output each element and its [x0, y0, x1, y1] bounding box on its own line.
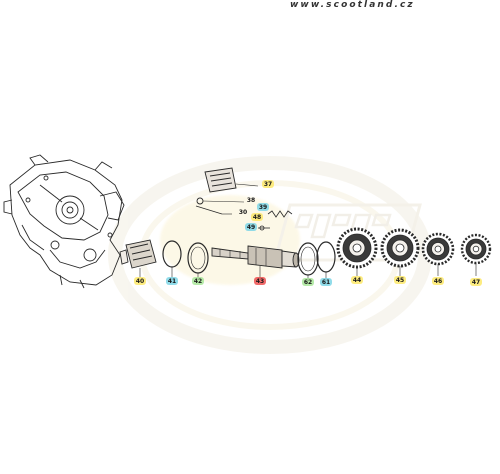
callout-49: 49	[245, 223, 257, 231]
callout-46: 46	[432, 277, 444, 285]
part-47-gear	[460, 233, 492, 276]
callout-number: 37	[264, 181, 272, 188]
callout-40: 40	[134, 277, 146, 285]
callout-number: 62	[304, 279, 312, 286]
callout-number: 39	[259, 204, 267, 211]
callout-labels: 37 38 39 30 48 49 40 41 42 43 62 61 44 45 46 47	[134, 180, 482, 286]
callout-61: 61	[320, 278, 332, 286]
callout-number: 40	[136, 278, 144, 285]
callout-38: 38	[247, 197, 255, 204]
part-38-pin	[196, 197, 245, 205]
callout-number: 61	[322, 279, 330, 286]
part-43-main-shaft	[211, 245, 300, 278]
callout-number: 48	[253, 214, 261, 221]
callout-30: 30	[239, 209, 247, 216]
callout-number: 41	[168, 278, 176, 285]
callout-37: 37	[262, 180, 274, 188]
callout-45: 45	[394, 276, 406, 284]
part-41-circlip	[162, 240, 182, 278]
callout-42: 42	[192, 277, 204, 285]
callout-number: 30	[239, 209, 247, 216]
part-46-gear	[421, 232, 455, 276]
crankcase-housing	[3, 154, 125, 289]
callout-47: 47	[470, 278, 482, 286]
callout-number: 38	[247, 197, 255, 204]
callout-43: 43	[254, 277, 266, 285]
callout-39: 39	[257, 203, 269, 211]
callout-number: 47	[472, 279, 480, 286]
callout-number: 44	[353, 277, 361, 284]
callout-number: 45	[396, 277, 404, 284]
part-48-spring	[258, 210, 293, 231]
part-61-circlip	[316, 241, 336, 279]
part-45-gear	[380, 228, 420, 276]
part-44-gear	[336, 227, 378, 276]
part-37-selector-cover	[204, 167, 259, 193]
callout-number: 43	[256, 278, 264, 285]
callout-number: 42	[194, 278, 202, 285]
part-30-shaft	[195, 205, 232, 215]
callout-44: 44	[351, 276, 363, 284]
site-url-header: www.scootland.cz	[290, 0, 415, 10]
part-40-shift-claw	[119, 239, 157, 278]
callout-41: 41	[166, 277, 178, 285]
callout-number: 49	[247, 224, 255, 231]
callout-number: 46	[434, 278, 442, 285]
callout-62: 62	[302, 278, 314, 286]
callout-48: 48	[251, 213, 263, 221]
